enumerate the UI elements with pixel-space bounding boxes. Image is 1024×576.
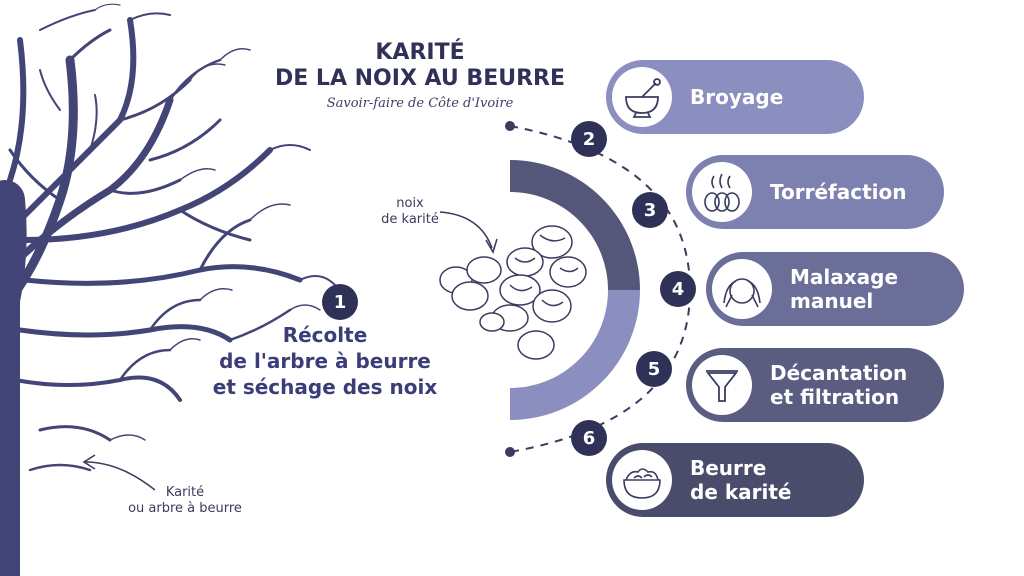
kneading-hands-icon (712, 259, 772, 319)
nut-note-line2: de karité (381, 212, 439, 227)
step2-label: Broyage (690, 85, 784, 109)
half-ring-bottom (510, 290, 640, 420)
roasting-beans-icon (692, 162, 752, 222)
nut-note-line1: noix (396, 196, 424, 211)
step5-label: Décantation et filtration (770, 361, 908, 409)
step1-number: 1 (333, 291, 347, 313)
step1-label-line3: et séchage des noix (212, 375, 438, 399)
tree-note: Karité ou arbre à beurre (100, 485, 270, 517)
butter-bowl-icon (612, 450, 672, 510)
nut-arrow (439, 211, 493, 249)
step6-number-badge: 6 (571, 420, 607, 456)
step-pill-decantation: Décantation et filtration (686, 348, 944, 422)
step4-number-badge: 4 (660, 271, 696, 307)
shea-nuts-illustration (439, 225, 587, 360)
subtitle: Savoir-faire de Côte d'Ivoire (326, 96, 514, 111)
nut-note: noix de karité (370, 196, 450, 228)
arc-start-dot (505, 121, 515, 131)
step3-number-badge: 3 (632, 192, 668, 228)
funnel-icon (692, 355, 752, 415)
step-pill-broyage: Broyage (606, 60, 864, 134)
mortar-icon (612, 67, 672, 127)
step-pill-beurre: Beurre de karité (606, 443, 864, 517)
step-pill-torrefaction: Torréfaction (686, 155, 944, 229)
tree-arrow (84, 461, 156, 491)
tree-note-line1: Karité (165, 485, 205, 500)
arc-end-dot (505, 447, 515, 457)
step2-number-badge: 2 (571, 121, 607, 157)
title-line2: DE LA NOIX AU BEURRE (274, 66, 566, 91)
step1-number-badge: 1 (322, 284, 358, 320)
step6-label: Beurre de karité (690, 456, 792, 504)
step1-label: Récolte de l'arbre à beurre et séchage d… (190, 322, 460, 400)
step4-label: Malaxage manuel (790, 265, 899, 313)
step3-label: Torréfaction (770, 180, 907, 204)
step1-label-line2: de l'arbre à beurre (219, 349, 431, 373)
tree-note-line2: ou arbre à beurre (128, 501, 242, 516)
half-ring-top (510, 160, 640, 290)
step5-number-badge: 5 (636, 351, 672, 387)
step-pill-malaxage: Malaxage manuel (706, 252, 964, 326)
step1-label-line1: Récolte (282, 323, 368, 347)
title-block: KARITÉ DE LA NOIX AU BEURRE Savoir-faire… (270, 40, 570, 111)
title-line1: KARITÉ (375, 40, 465, 65)
tree-illustration (0, 3, 336, 576)
